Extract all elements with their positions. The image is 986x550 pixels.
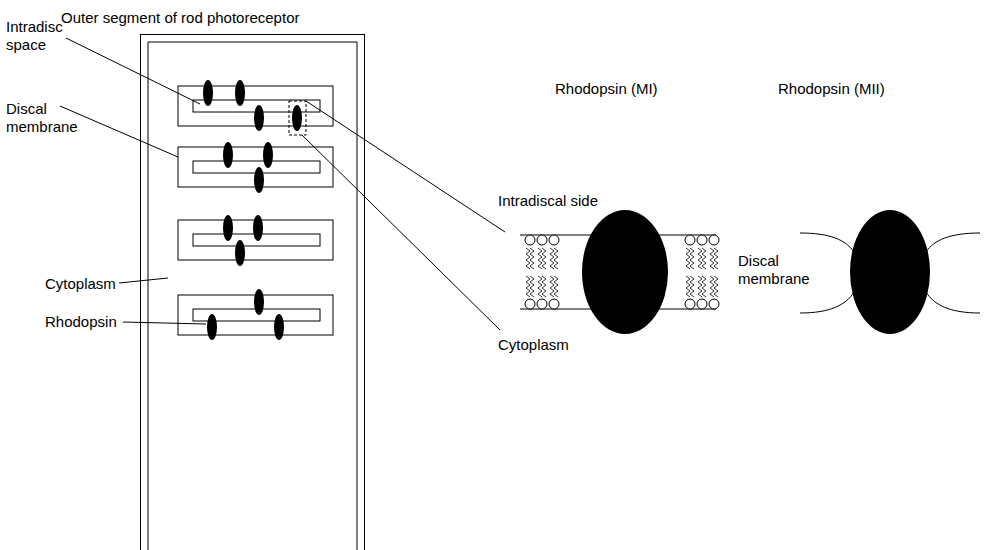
lipid-tail: [550, 248, 554, 269]
lipid-tail: [526, 276, 530, 297]
rhodopsin-molecule: [253, 215, 263, 241]
lipid-tail: [554, 248, 558, 269]
lipid-tail: [538, 276, 542, 297]
rhodopsin-molecule: [254, 105, 264, 131]
lipid-tail: [698, 248, 702, 269]
lipid-tail: [690, 276, 694, 297]
lipid-tail: [554, 276, 558, 297]
lipid-tail: [530, 248, 534, 269]
inner-wall: [148, 42, 357, 550]
lipid-head: [685, 299, 695, 309]
part-label: Cytoplasm: [45, 275, 116, 293]
lipid-tail: [686, 248, 690, 269]
leader-line: [66, 38, 200, 104]
discs: [178, 80, 333, 340]
lipid-head: [697, 235, 707, 245]
lipid-head: [537, 235, 547, 245]
lipid-tail: [710, 276, 714, 297]
rhodopsin-molecule: [254, 167, 264, 193]
lipid-tail: [542, 248, 546, 269]
rhodopsin-molecule: [274, 314, 284, 340]
zoom-box: [289, 101, 306, 135]
part-label: Rhodopsin (MI): [555, 80, 658, 98]
rhodopsin-molecule: [223, 215, 233, 241]
zoom-line: [302, 135, 500, 330]
lipid-tail: [702, 276, 706, 297]
lipid-tail: [714, 276, 718, 297]
rhodopsin-molecule: [235, 80, 245, 106]
lipid-head: [697, 299, 707, 309]
rhodopsin-molecule: [254, 289, 264, 315]
outer-segment: [148, 42, 357, 550]
rhodopsin-molecule: [223, 142, 233, 168]
lipid-tail: [550, 276, 554, 297]
part-label: Cytoplasm: [498, 336, 569, 354]
rhodopsin-molecule: [207, 314, 217, 340]
lipid-tail: [686, 276, 690, 297]
lipid-tail: [530, 276, 534, 297]
lipid-head: [525, 235, 535, 245]
lipid-tail: [690, 248, 694, 269]
part-label: Rhodopsin: [45, 313, 117, 331]
lipid-head: [709, 299, 719, 309]
leader-line: [123, 322, 206, 324]
lipid-head: [537, 299, 547, 309]
part-label: Intradiscal side: [498, 192, 598, 210]
lipid-tail: [542, 276, 546, 297]
membrane-curve: [800, 233, 854, 252]
lipid-head: [709, 235, 719, 245]
part-label: Discal membrane: [738, 252, 818, 288]
rhodopsin-protein: [582, 210, 668, 334]
membrane-curve: [800, 292, 854, 313]
part-label: Intradisc space: [6, 18, 76, 54]
lipid-tail: [698, 276, 702, 297]
outer-segment-box: Outer segment of rod photoreceptor: [140, 34, 365, 550]
heading: Outer segment of rod photoreceptor: [61, 9, 299, 27]
zoom-line: [306, 101, 505, 232]
rhodopsin-molecule: [235, 240, 245, 266]
lipid-head: [549, 235, 559, 245]
lipid-tail: [702, 248, 706, 269]
lipid-tail: [526, 248, 530, 269]
rhodopsin-molecule: [292, 105, 302, 131]
lipid-tail: [710, 248, 714, 269]
leader-line: [119, 278, 168, 283]
lipid-tail: [714, 248, 718, 269]
rhodopsin-molecule: [263, 142, 273, 168]
part-label: Discal membrane: [6, 100, 86, 136]
rhodopsin-molecule: [203, 80, 213, 106]
lipid-head: [549, 299, 559, 309]
membrane-curve: [926, 292, 980, 313]
membrane-curve: [926, 233, 980, 252]
lipid-head: [685, 235, 695, 245]
leader-lines: [60, 38, 505, 330]
part-label: Rhodopsin (MII): [778, 80, 885, 98]
lipid-tail: [538, 248, 542, 269]
rhodopsin-protein: [850, 210, 930, 334]
lipid-head: [525, 299, 535, 309]
